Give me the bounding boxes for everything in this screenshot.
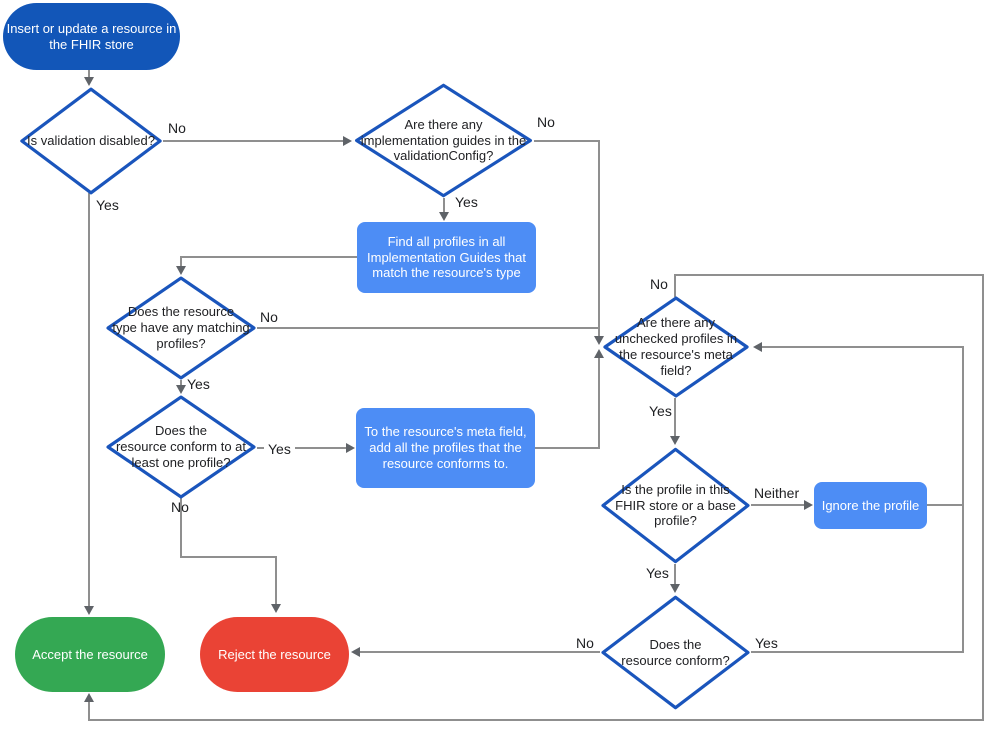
edge-find-profiles-to-matching-v bbox=[180, 256, 182, 268]
decision-profile-in-store: Is the profile in this FHIR store or a b… bbox=[600, 447, 751, 564]
edge-label-validation-disabled-no: No bbox=[168, 120, 186, 136]
edge-unchecked-no-into-accept bbox=[88, 702, 90, 720]
arrowhead-into-unchecked-right bbox=[753, 342, 762, 352]
diamond-shape bbox=[105, 395, 257, 499]
arrowhead-into-accept-top bbox=[84, 606, 94, 615]
arrowhead-into-unchecked-left-from-above bbox=[594, 336, 604, 345]
edge-label-unchecked-yes: Yes bbox=[649, 403, 672, 419]
process-ignore-profile: Ignore the profile bbox=[814, 482, 927, 529]
edge-conform-one-no-h bbox=[180, 556, 277, 558]
edge-conform-one-yes bbox=[257, 447, 346, 449]
decision-label: Are there any unchecked profiles in the … bbox=[614, 315, 738, 378]
edge-label-profile-in-store-neither: Neither bbox=[754, 485, 800, 501]
decision-matching-profiles: Does the resource type have any matching… bbox=[105, 276, 257, 380]
decision-unchecked-profiles: Are there any unchecked profiles in the … bbox=[602, 296, 750, 398]
arrowhead-into-implementation-guides bbox=[343, 136, 352, 146]
decision-label: Does the resource conform? bbox=[621, 636, 730, 668]
node-accept-label: Accept the resource bbox=[32, 646, 148, 662]
arrowhead-into-accept-bottom bbox=[84, 693, 94, 702]
edge-matching-profiles-yes bbox=[180, 380, 182, 388]
decision-implementation-guides: Are there any implementation guides in t… bbox=[353, 83, 534, 198]
edge-conform-one-no-v1 bbox=[180, 498, 182, 558]
decision-is-validation-disabled: Is validation disabled? bbox=[19, 87, 163, 195]
edge-return-loop-v bbox=[962, 346, 964, 653]
arrowhead-into-conform-one bbox=[176, 385, 186, 394]
edge-validation-disabled-yes-to-accept bbox=[88, 193, 90, 606]
edge-return-loop-h bbox=[762, 346, 964, 348]
edge-profile-in-store-yes bbox=[674, 564, 676, 587]
edge-unchecked-no-up bbox=[674, 276, 676, 297]
process-find-profiles: Find all profiles in all Implementation … bbox=[357, 222, 536, 293]
diamond-shape bbox=[600, 595, 751, 710]
diamond-shape bbox=[105, 276, 257, 380]
edge-unchecked-yes bbox=[674, 398, 676, 436]
arrowhead-into-reject-right bbox=[351, 647, 360, 657]
edge-unchecked-no-bottom bbox=[88, 719, 984, 721]
edge-validation-disabled-no bbox=[163, 140, 344, 142]
decision-label: Are there any implementation guides in t… bbox=[360, 116, 527, 164]
process-label: To the resource's meta field, add all th… bbox=[364, 424, 527, 471]
arrowhead-into-resource-conform bbox=[670, 584, 680, 593]
edge-conform-one-no-v2 bbox=[275, 556, 277, 606]
diamond-shape bbox=[600, 447, 751, 564]
edge-label-resource-conform-yes: Yes bbox=[755, 635, 778, 651]
diamond-shape bbox=[602, 296, 750, 398]
process-add-profiles: To the resource's meta field, add all th… bbox=[356, 408, 535, 488]
arrowhead-into-find-profiles bbox=[439, 212, 449, 221]
node-reject-label: Reject the resource bbox=[218, 646, 331, 662]
process-label: Find all profiles in all Implementation … bbox=[367, 233, 526, 281]
edge-profile-in-store-neither bbox=[751, 504, 804, 506]
edge-add-profiles-out-h bbox=[535, 447, 600, 449]
edge-label-implementation-guides-yes: Yes bbox=[455, 194, 478, 210]
edge-resource-conform-yes bbox=[751, 651, 964, 653]
edge-find-profiles-to-matching-h bbox=[181, 256, 357, 258]
edge-implementation-guides-yes bbox=[443, 198, 445, 215]
arrowhead-into-reject-top bbox=[271, 604, 281, 613]
process-label: Ignore the profile bbox=[821, 497, 920, 513]
node-start-label: Insert or update a resource in the FHIR … bbox=[6, 20, 177, 52]
decision-label: Does the resource type have any matching… bbox=[112, 304, 250, 351]
edge-label-validation-disabled-yes: Yes bbox=[96, 197, 119, 213]
decision-resource-conform: Does the resource conform? bbox=[600, 595, 751, 710]
edge-matching-profiles-no bbox=[257, 327, 600, 329]
edge-label-matching-profiles-no: No bbox=[260, 309, 278, 325]
edge-implementation-guides-no-v bbox=[598, 140, 600, 336]
edge-unchecked-no-top bbox=[674, 274, 984, 276]
arrowhead-into-validation-disabled bbox=[84, 77, 94, 86]
node-accept: Accept the resource bbox=[15, 617, 165, 692]
decision-label: Is the profile in this FHIR store or a b… bbox=[615, 481, 736, 529]
arrowhead-into-add-profiles bbox=[346, 443, 355, 453]
node-reject: Reject the resource bbox=[200, 617, 349, 692]
node-start: Insert or update a resource in the FHIR … bbox=[3, 3, 180, 70]
decision-label: Does the resource conform to at least on… bbox=[115, 423, 247, 470]
edge-label-unchecked-no: No bbox=[650, 276, 668, 292]
arrowhead-into-ignore-profile bbox=[804, 500, 813, 510]
edge-label-conform-one-no: No bbox=[171, 499, 189, 515]
edge-add-profiles-out-v bbox=[598, 358, 600, 448]
diamond-shape bbox=[19, 87, 163, 195]
edge-label-implementation-guides-no: No bbox=[537, 114, 555, 130]
decision-label: Is validation disabled? bbox=[27, 133, 155, 149]
edge-ignore-profile-out bbox=[927, 504, 964, 506]
arrowhead-into-matching-profiles bbox=[176, 266, 186, 275]
edge-implementation-guides-no-h bbox=[534, 140, 600, 142]
edge-unchecked-no-right bbox=[982, 274, 984, 721]
arrowhead-into-unchecked-left-from-below bbox=[594, 349, 604, 358]
edge-label-profile-in-store-yes: Yes bbox=[646, 565, 669, 581]
diamond-shape bbox=[353, 83, 534, 198]
edge-resource-conform-no bbox=[360, 651, 600, 653]
edge-label-conform-one-yes: Yes bbox=[264, 441, 295, 457]
edge-label-matching-profiles-yes: Yes bbox=[187, 376, 210, 392]
edge-start-to-validation-disabled bbox=[88, 70, 90, 78]
arrowhead-into-profile-in-store bbox=[670, 436, 680, 445]
decision-conform-one-profile: Does the resource conform to at least on… bbox=[105, 395, 257, 499]
edge-label-resource-conform-no: No bbox=[576, 635, 594, 651]
